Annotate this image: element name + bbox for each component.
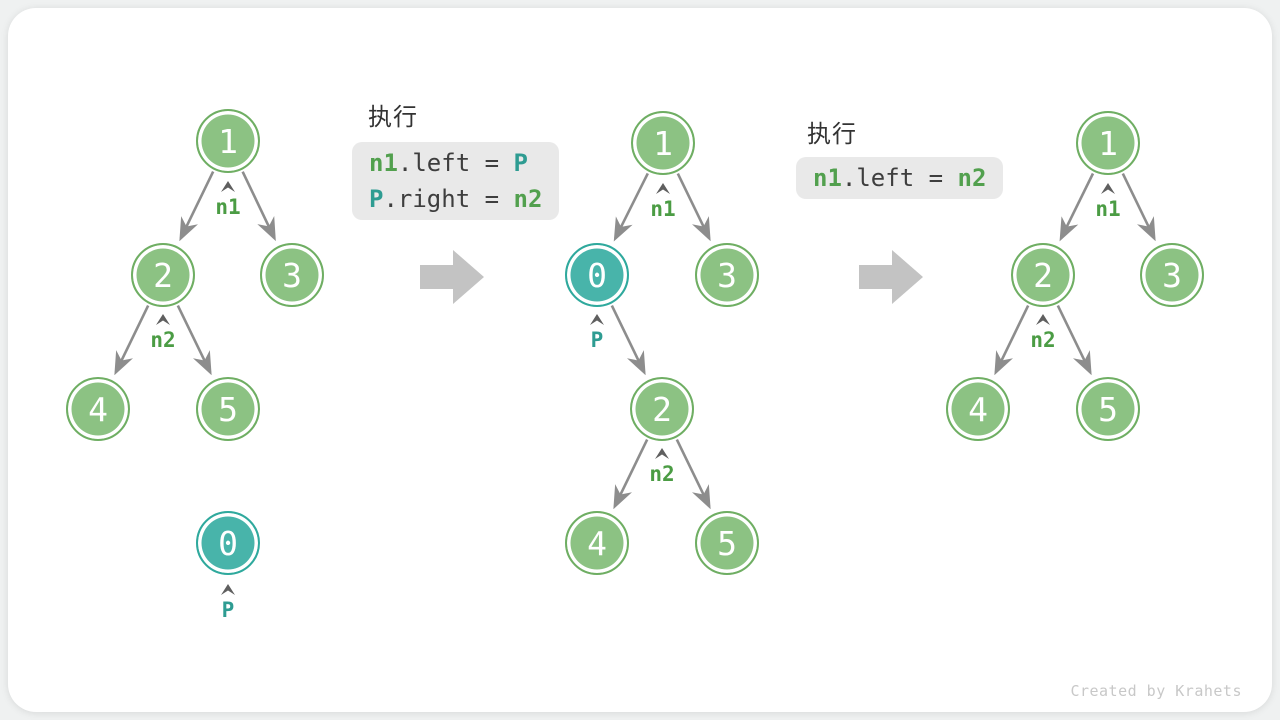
pointer-n2: n2 (123, 314, 203, 352)
tree-node-5: 5 (1076, 377, 1140, 441)
pointer-n2: n2 (1003, 314, 1083, 352)
pointer-P: P (188, 584, 268, 622)
code-token: n2 (957, 164, 987, 192)
tree-node-3: 3 (260, 243, 324, 307)
caret-up-icon (156, 314, 170, 325)
code-token: P (369, 185, 384, 213)
tree-edge (613, 172, 649, 242)
tree-edge (1059, 172, 1095, 242)
node-value: 1 (1098, 123, 1118, 163)
tree-edge (114, 305, 150, 376)
node-value: 2 (652, 389, 672, 429)
pointer-label: n2 (1030, 328, 1056, 352)
code-box-1: n1.left = n2 (796, 157, 1004, 199)
pointer-P: P (557, 314, 637, 352)
node-value: 2 (153, 255, 173, 295)
node-value: 5 (218, 389, 238, 429)
tree-node-0: 0 (565, 243, 629, 307)
caret-up-icon (655, 448, 669, 459)
code-token: .right = (383, 185, 514, 213)
tree-edge (676, 173, 711, 242)
panel-title-1: 执行 (807, 120, 857, 148)
pointer-label: n2 (649, 462, 675, 486)
tree-edge (1056, 305, 1092, 376)
pointer-n1: n1 (623, 183, 703, 221)
tree-node-1: 1 (1076, 111, 1140, 175)
code-token: .left = (397, 149, 514, 177)
tree-edge (610, 305, 646, 376)
caret-up-icon (221, 584, 235, 595)
pointer-label: n1 (1095, 197, 1121, 221)
caret-up-icon (656, 183, 670, 194)
tree-node-3: 3 (695, 243, 759, 307)
code-line: n1.left = P (369, 145, 542, 181)
tree-node-2: 2 (131, 243, 195, 307)
node-value: 0 (218, 523, 238, 563)
node-value: 5 (717, 523, 737, 563)
caret-up-icon (221, 181, 235, 192)
watermark-credit: Created by Krahets (1070, 682, 1242, 700)
step-arrow-icon (859, 250, 923, 304)
code-token: .left = (841, 164, 958, 192)
tree-edge (179, 171, 215, 242)
tree-node-3: 3 (1140, 243, 1204, 307)
tree-node-1: 1 (196, 109, 260, 173)
tree-edge (241, 171, 276, 242)
pointer-label: n2 (150, 328, 176, 352)
code-token: P (513, 149, 528, 177)
pointer-label: P (221, 598, 235, 622)
node-value: 3 (1162, 255, 1182, 295)
caret-up-icon (1036, 314, 1050, 325)
node-value: 0 (587, 255, 607, 295)
tree-node-2: 2 (630, 377, 694, 441)
code-line: P.right = n2 (369, 181, 542, 217)
node-value: 4 (587, 523, 607, 563)
tree-node-4: 4 (66, 377, 130, 441)
tree-node-2: 2 (1011, 243, 1075, 307)
pointer-label: P (590, 328, 604, 352)
caret-up-icon (590, 314, 604, 325)
node-value: 1 (218, 121, 238, 161)
node-value: 4 (88, 389, 108, 429)
node-value: 4 (968, 389, 988, 429)
code-token: n2 (513, 185, 543, 213)
node-value: 3 (717, 255, 737, 295)
tree-edge (176, 305, 212, 376)
tree-node-1: 1 (631, 111, 695, 175)
code-token: n1 (813, 164, 842, 192)
node-value: 2 (1033, 255, 1053, 295)
tree-node-4: 4 (946, 377, 1010, 441)
pointer-n2: n2 (622, 448, 702, 486)
step-arrow-icon (420, 250, 484, 304)
pointer-n1: n1 (188, 181, 268, 219)
tree-node-4: 4 (565, 511, 629, 575)
tree-node-5: 5 (196, 377, 260, 441)
tree-node-0: 0 (196, 511, 260, 575)
node-value: 3 (282, 255, 302, 295)
tree-edge (994, 305, 1030, 376)
code-token: n1 (369, 149, 398, 177)
tree-edge (1121, 173, 1156, 242)
panel-title-0: 执行 (368, 103, 418, 131)
pointer-label: n1 (215, 195, 241, 219)
tree-edge (675, 439, 711, 510)
pointer-n1: n1 (1068, 183, 1148, 221)
node-value: 1 (653, 123, 673, 163)
tree-edge (613, 439, 649, 510)
pointer-label: n1 (650, 197, 676, 221)
tree-node-5: 5 (695, 511, 759, 575)
node-value: 5 (1098, 389, 1118, 429)
code-line: n1.left = n2 (813, 160, 986, 196)
caret-up-icon (1101, 183, 1115, 194)
